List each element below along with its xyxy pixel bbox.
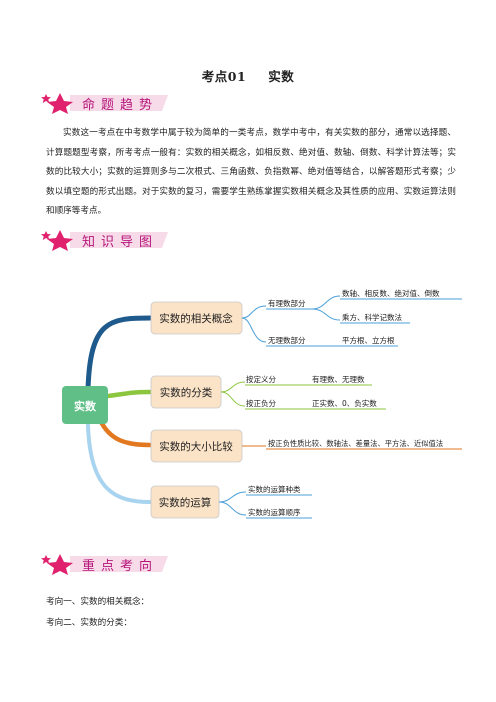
connector-b1-sub2 [241,317,267,343]
branch-label-classification: 实数的分类 [160,386,213,399]
connector-b4-leaf1 [218,491,247,503]
b4-leaf1-label: 实数的运算种类 [248,484,301,494]
banner-title: 命题趋势 [82,98,159,113]
b2-sub1-label: 按定义分 [246,374,276,384]
b1-sub2-leaf-label: 平方根、立方根 [342,335,395,345]
connector-b4-leaf2 [218,501,247,516]
connector-b1-leaf1 [311,295,341,310]
connector-b2-sub1 [220,381,246,393]
connector-b1-leaf2 [311,308,341,321]
b2-leaf2-label: 正实数、0、负实数 [312,398,377,408]
b3-leaf-label: 按正负性质比较、数轴法、差量法、平方法、近似值法 [268,439,443,448]
banner-decoration [41,554,168,575]
banner-decoration [41,93,168,114]
connector-branch3 [97,417,153,448]
section-banner-trend: 命题趋势 [40,92,170,114]
section-banner-focus: 重点考向 [40,553,170,575]
root-node [62,386,108,424]
b2-sub2-label: 按正负分 [246,398,276,408]
b2-leaf1-label: 有理数、无理数 [312,374,365,384]
star-icon [47,230,73,251]
b1-sub2-label: 无理数部分 [268,335,306,345]
title-code: 考点01 [201,69,247,84]
page-title: 考点01 实数 [0,66,496,85]
b1-leaf2-label: 乘方、科学记数法 [342,312,402,322]
connector-branch1 [85,315,153,393]
section-banner-mindmap: 知识导图 [40,229,170,251]
small-star-icon [41,231,51,240]
branch-label-concepts: 实数的相关概念 [159,312,233,325]
branch-label-operations: 实数的运算 [159,496,212,509]
root-label: 实数 [74,399,97,413]
title-topic: 实数 [268,69,295,84]
star-icon [47,93,73,114]
banner-title: 重点考向 [82,559,159,574]
intro-paragraph: 实数这一考点在中考数学中属于较为简单的一类考点，数学中考中，有关实数的部分，通常… [46,128,456,217]
focus-item-1: 考向一、实数的相关概念： [46,597,150,607]
b1-sub1-label: 有理数部分 [268,298,306,308]
connector-branch4 [86,423,152,504]
connector-branch2 [105,389,153,399]
small-star-icon [41,94,51,103]
branch-label-comparison: 实数的大小比较 [159,440,233,453]
banner-title: 知识导图 [82,235,159,250]
small-star-icon [41,555,51,564]
connector-b1-sub1 [241,305,267,319]
star-icon [47,554,73,575]
b4-leaf2-label: 实数的运算顺序 [248,507,301,517]
b1-leaf1-label: 数轴、相反数、绝对值、倒数 [342,288,440,298]
banner-decoration [41,230,168,251]
connector-b2-sub2 [220,391,246,407]
focus-item-2: 考向二、实数的分类： [46,618,132,628]
